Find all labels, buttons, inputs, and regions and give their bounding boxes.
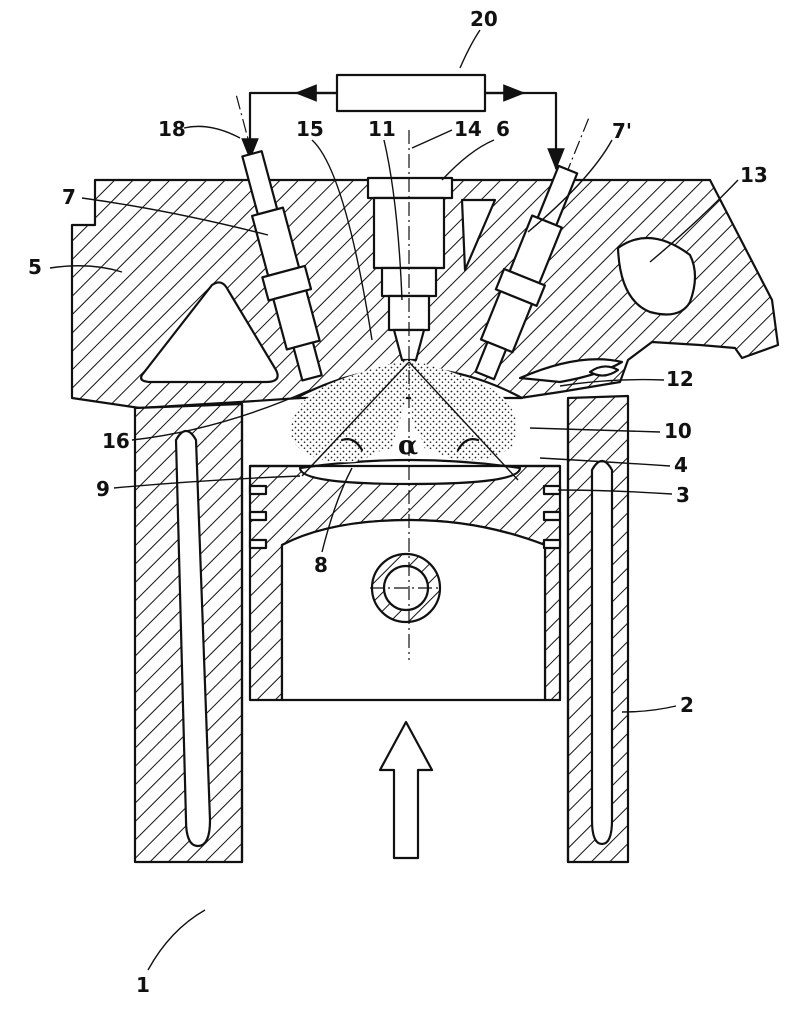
piston bbox=[248, 458, 562, 702]
control-line-left bbox=[241, 91, 339, 161]
label-6: 6 bbox=[496, 117, 510, 141]
ring-groove-right-3 bbox=[542, 538, 562, 550]
leader-7p bbox=[527, 139, 613, 233]
leader-20 bbox=[459, 29, 481, 69]
leader-13 bbox=[649, 179, 739, 263]
label-15: 15 bbox=[296, 117, 324, 141]
leader-2 bbox=[621, 705, 677, 713]
spray-cone-edge-left bbox=[301, 361, 410, 477]
ring-groove-left-2 bbox=[248, 510, 268, 522]
piston-bowl bbox=[298, 458, 522, 486]
reference-labels: 20 18 15 11 14 6 7 7' 13 5 12 16 10 4 9 … bbox=[28, 7, 768, 997]
leader-15 bbox=[311, 139, 373, 341]
piston-motion-arrow bbox=[378, 720, 434, 860]
spark-plug-right bbox=[474, 118, 590, 381]
label-7-prime: 7' bbox=[612, 119, 632, 143]
leader-14 bbox=[411, 129, 453, 149]
leader-1 bbox=[147, 909, 206, 971]
coolant-jacket-right bbox=[590, 459, 614, 846]
spray-arc-right bbox=[456, 438, 480, 452]
leader-lines bbox=[49, 29, 739, 971]
exhaust-port bbox=[616, 236, 697, 316]
label-16: 16 bbox=[102, 429, 130, 453]
spray-cone-edge-right bbox=[408, 361, 519, 481]
leader-12 bbox=[559, 378, 665, 387]
label-1: 1 bbox=[136, 973, 150, 997]
spark-plug-right-tip bbox=[474, 340, 508, 381]
leader-8 bbox=[321, 467, 353, 553]
port-slit bbox=[588, 365, 620, 377]
leader-3 bbox=[557, 489, 673, 495]
cylinder-block bbox=[133, 394, 630, 864]
spark-plug-left-tip bbox=[292, 341, 323, 382]
leader-16 bbox=[131, 389, 311, 441]
spray-cone-left-jet bbox=[362, 362, 416, 456]
coolant-channel-center bbox=[460, 198, 497, 272]
label-10: 10 bbox=[664, 419, 692, 443]
fuel-spray bbox=[290, 360, 519, 481]
spray-cone-right-jet bbox=[402, 362, 456, 456]
control-unit bbox=[241, 73, 565, 171]
spray-angle-alpha: α bbox=[398, 431, 418, 461]
leader-6 bbox=[441, 139, 495, 181]
label-2: 2 bbox=[680, 693, 694, 717]
leader-18 bbox=[183, 125, 241, 139]
leader-11 bbox=[383, 139, 403, 301]
label-8: 8 bbox=[314, 553, 328, 577]
coolant-channel-left bbox=[140, 281, 279, 384]
label-12: 12 bbox=[666, 367, 694, 391]
label-13: 13 bbox=[740, 163, 768, 187]
leader-7 bbox=[81, 197, 269, 236]
label-18: 18 bbox=[158, 117, 186, 141]
ring-groove-right-1 bbox=[542, 484, 562, 496]
label-4: 4 bbox=[674, 453, 688, 477]
injector-cap bbox=[366, 176, 454, 200]
spark-plug-right-axis bbox=[567, 118, 590, 170]
label-11: 11 bbox=[368, 117, 396, 141]
label-7: 7 bbox=[62, 185, 76, 209]
ring-groove-left-1 bbox=[248, 484, 268, 496]
control-unit-box bbox=[335, 73, 487, 113]
leader-4 bbox=[539, 457, 671, 467]
ring-groove-right-2 bbox=[542, 510, 562, 522]
leader-9 bbox=[113, 475, 301, 489]
port-passage bbox=[518, 358, 624, 384]
ring-groove-left-3 bbox=[248, 538, 268, 550]
label-9: 9 bbox=[96, 477, 110, 501]
leader-5 bbox=[49, 265, 123, 273]
spark-plug-left-axis bbox=[235, 95, 253, 154]
injector-nozzle-tip bbox=[392, 328, 426, 362]
label-5: 5 bbox=[28, 255, 42, 279]
label-14: 14 bbox=[454, 117, 482, 141]
spark-plug-left bbox=[235, 95, 323, 382]
label-20: 20 bbox=[470, 7, 498, 31]
label-3: 3 bbox=[676, 483, 690, 507]
leader-10 bbox=[529, 427, 661, 433]
spray-arc-left bbox=[340, 438, 364, 452]
